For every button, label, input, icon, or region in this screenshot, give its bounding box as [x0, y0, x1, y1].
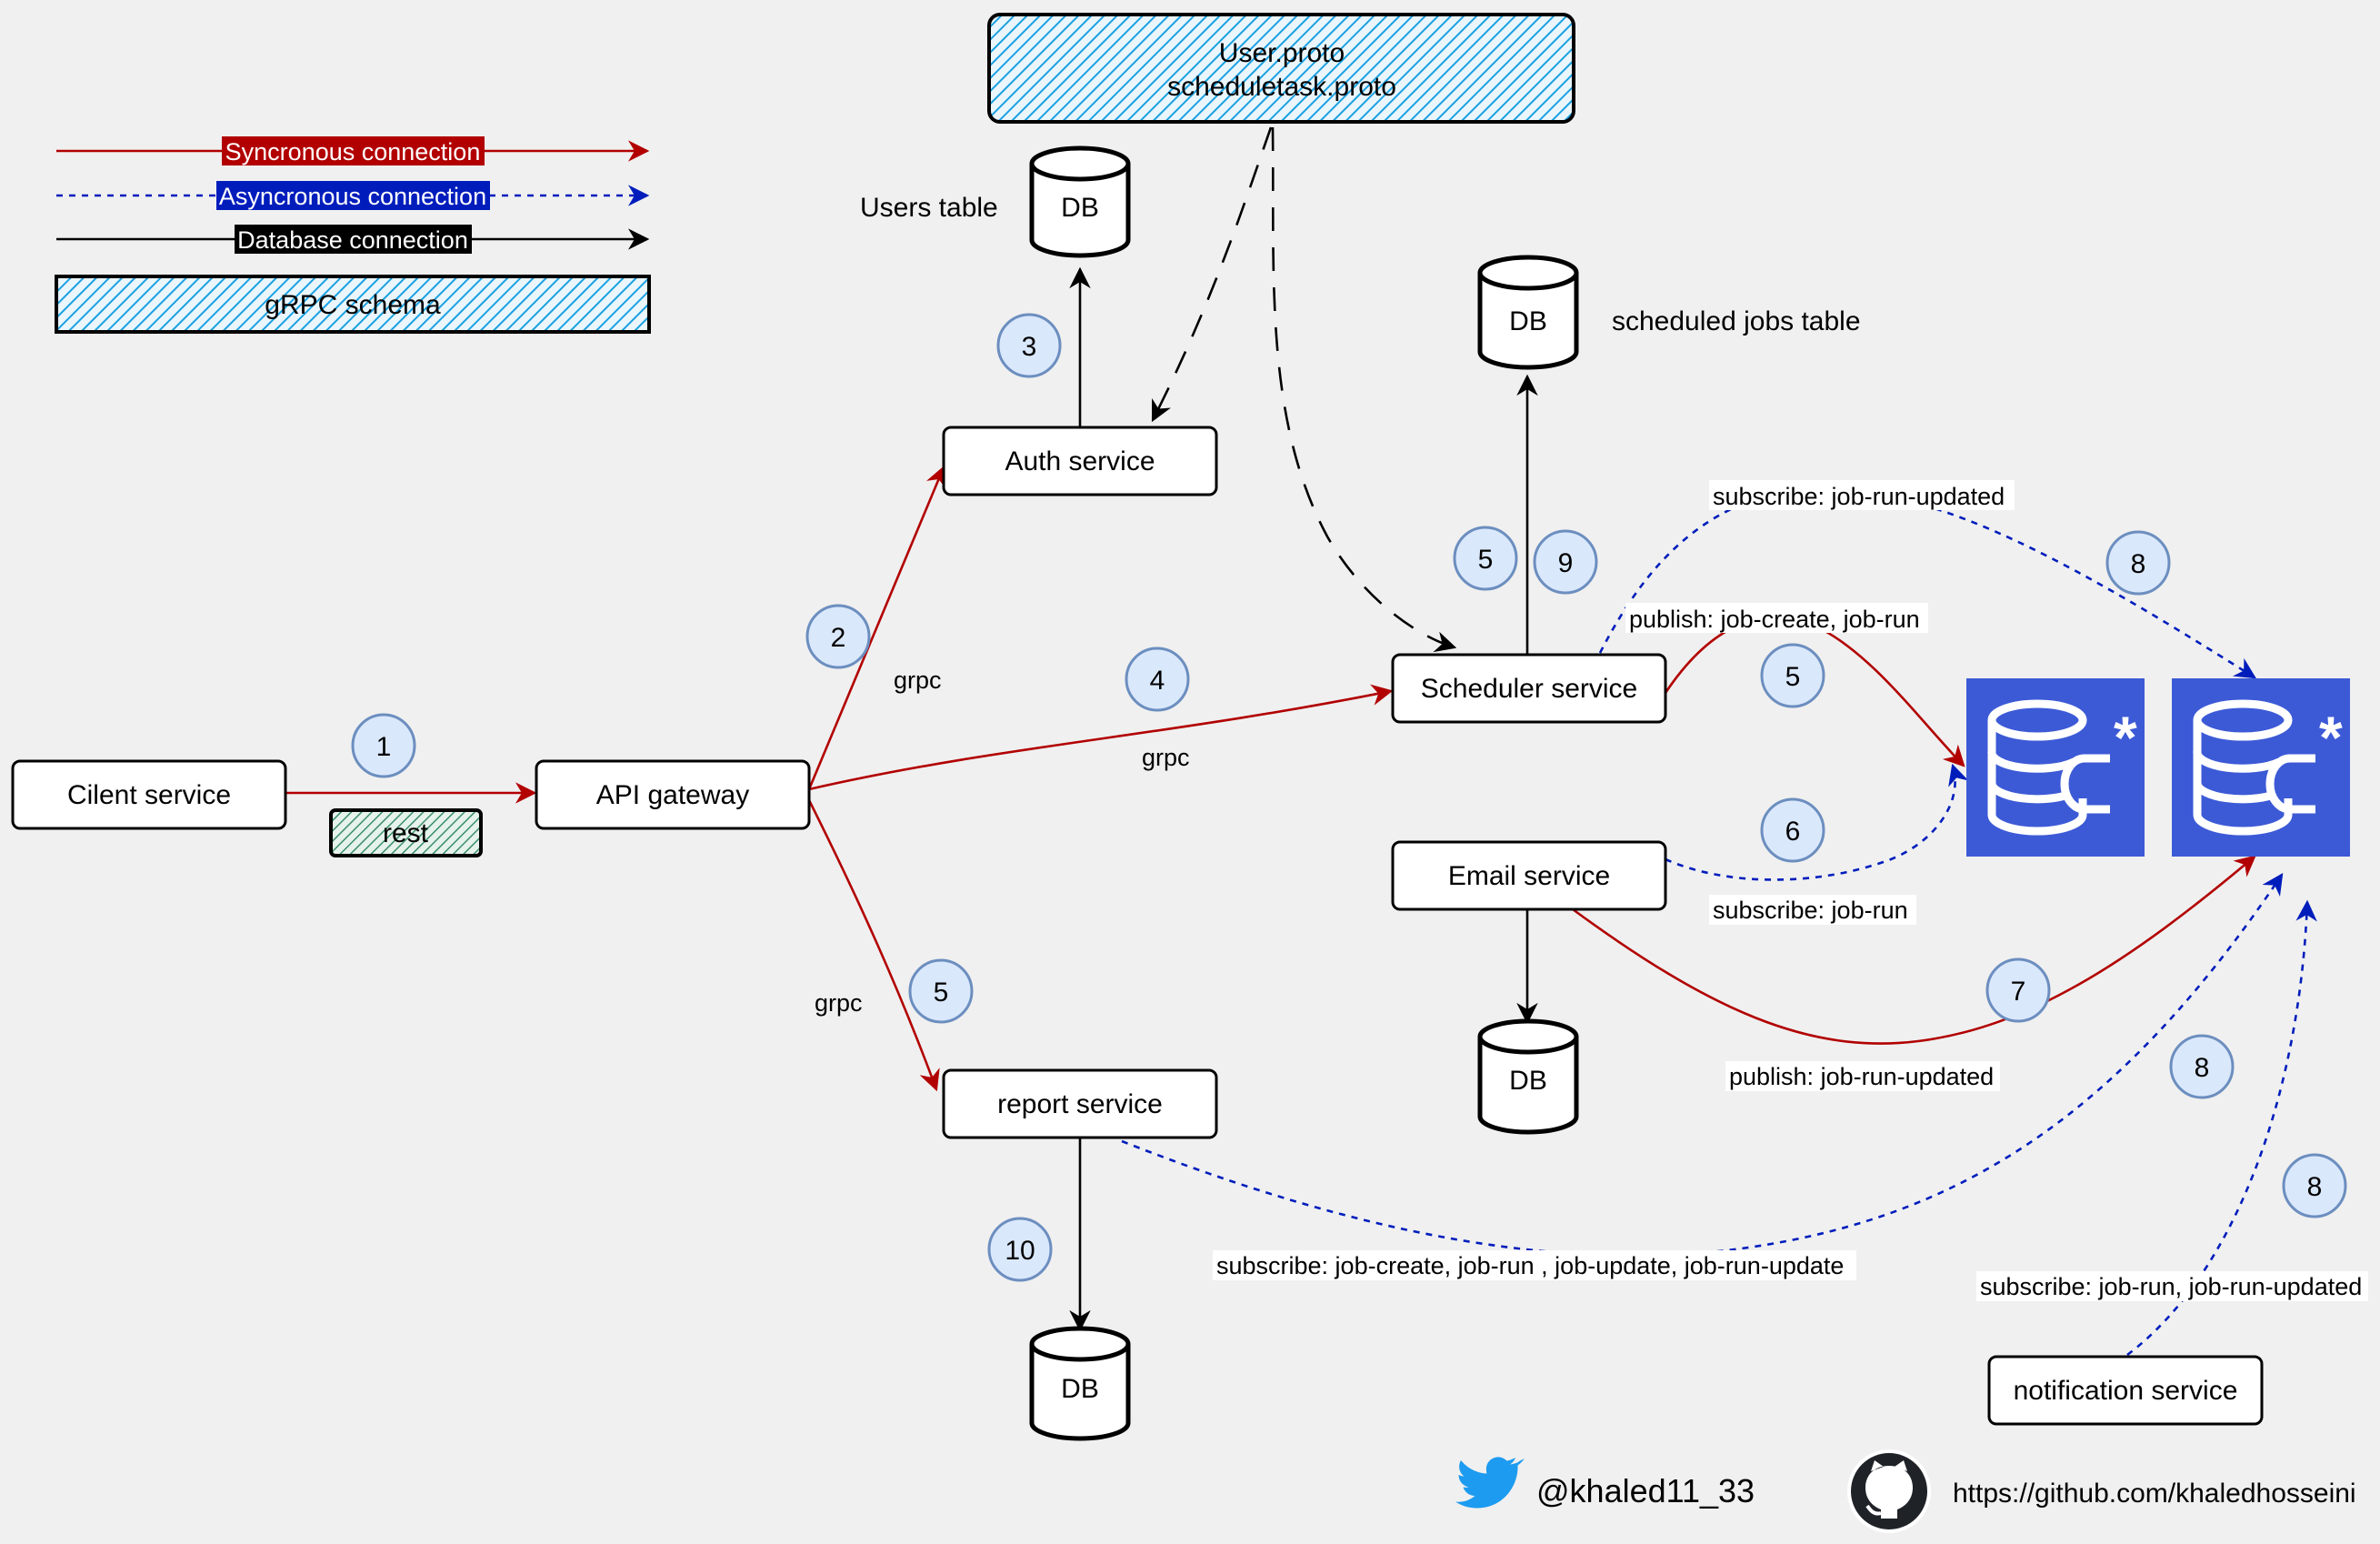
svg-text:9: 9: [1558, 548, 1574, 578]
auth-service: Auth service: [942, 426, 1218, 496]
edge-label-grpc-report: grpc: [815, 989, 863, 1017]
legend: Syncronous connection Asyncronous connec…: [55, 136, 651, 334]
api-gateway-label: API gateway: [596, 780, 749, 810]
footer: @khaled11_33 https://github.com/khaledho…: [1455, 1449, 2356, 1533]
svg-text:5: 5: [934, 978, 949, 1008]
svg-text:1: 1: [376, 732, 392, 762]
step-badge: 1: [351, 713, 416, 778]
cassandra-icon: *: [2172, 678, 2350, 857]
edge-label-sub-notification: subscribe: job-run, job-run-updated: [1980, 1273, 2362, 1300]
step-badge: 5: [1760, 643, 1825, 708]
scheduled-db-label: DB: [1509, 306, 1547, 336]
github-icon: [1847, 1449, 1931, 1533]
legend-database-label: Database connection: [237, 226, 468, 254]
svg-text:6: 6: [1785, 817, 1801, 847]
edge-label-pub-job-create-run: publish: job-create, job-run: [1629, 606, 1920, 633]
report-db: DB: [1029, 1326, 1131, 1441]
report-db-label: DB: [1061, 1374, 1099, 1404]
twitter-handle: @khaled11_33: [1536, 1472, 1755, 1509]
scheduler-service-label: Scheduler service: [1421, 674, 1637, 704]
github-url: https://github.com/khaledhosseini: [1953, 1479, 2356, 1509]
users-db: DB: [1029, 145, 1131, 258]
api-gateway: API gateway: [535, 759, 811, 830]
report-service: report service: [942, 1068, 1218, 1139]
step-badge: 2: [805, 604, 871, 669]
svg-text:8: 8: [2195, 1053, 2210, 1083]
email-db: DB: [1477, 1018, 1579, 1135]
auth-service-label: Auth service: [1005, 446, 1155, 476]
svg-text:*: *: [2319, 704, 2343, 771]
svg-text:10: 10: [1005, 1236, 1035, 1266]
users-table-label: Users table: [860, 193, 998, 223]
email-service-label: Email service: [1448, 861, 1610, 891]
step-badge: 7: [1985, 957, 2051, 1023]
svg-text:5: 5: [1478, 545, 1494, 575]
scheduled-jobs-table-label: scheduled jobs table: [1612, 306, 1861, 336]
twitter-icon: [1455, 1457, 1525, 1509]
legend-grpc-box: [55, 275, 651, 334]
client-service: Cilent service: [11, 759, 287, 830]
email-db-label: DB: [1509, 1066, 1547, 1096]
step-badge: 8: [2105, 530, 2171, 596]
proto-schema: User.proto scheduletask.proto: [987, 13, 1575, 124]
svg-text:8: 8: [2307, 1172, 2323, 1202]
step-badge: 8: [2169, 1034, 2235, 1099]
edge-label-sub-job-run-updated: subscribe: job-run-updated: [1713, 483, 2005, 510]
scheduled-jobs-db: DB: [1477, 255, 1579, 370]
svg-text:7: 7: [2011, 977, 2026, 1007]
edge-label-pub-job-run-updated: publish: job-run-updated: [1729, 1063, 1994, 1090]
step-badge: 10: [987, 1217, 1053, 1282]
svg-text:8: 8: [2131, 549, 2146, 579]
step-badge: 6: [1760, 797, 1825, 863]
svg-text:2: 2: [831, 623, 846, 653]
client-service-label: Cilent service: [67, 780, 231, 810]
proto-line-2: scheduletask.proto: [1167, 72, 1396, 102]
step-badges: 1 2 3 4 5 5 9 5 8 6 7 8 8 10: [351, 313, 2347, 1282]
svg-text:*: *: [2114, 704, 2137, 771]
edge-label-sub-job-run: subscribe: job-run: [1713, 897, 1908, 924]
rest-tag: rest: [329, 808, 483, 857]
edge-label-grpc-scheduler: grpc: [1142, 744, 1190, 771]
legend-sync-label: Syncronous connection: [225, 138, 481, 165]
step-badge: 8: [2282, 1153, 2347, 1218]
cassandra-icon: *: [1966, 678, 2145, 857]
step-badge: 9: [1533, 529, 1598, 595]
svg-text:4: 4: [1150, 666, 1165, 696]
notification-service: notification service: [1987, 1355, 2264, 1426]
svg-text:5: 5: [1785, 662, 1801, 692]
edge-label-sub-report: subscribe: job-create, job-run , job-upd…: [1216, 1252, 1844, 1279]
users-db-label: DB: [1061, 193, 1099, 223]
step-badge: 4: [1125, 647, 1190, 712]
edge-labels: grpc grpc grpc subscribe: job-run-update…: [815, 480, 2368, 1301]
legend-async-label: Asyncronous connection: [219, 183, 486, 210]
scheduler-service: Scheduler service: [1391, 653, 1667, 724]
report-service-label: report service: [997, 1089, 1163, 1119]
step-badge: 5: [1453, 526, 1518, 591]
legend-grpc-label: gRPC schema: [265, 290, 441, 320]
step-badge: 5: [908, 958, 974, 1024]
step-badge: 3: [996, 313, 1062, 378]
edge-label-grpc-auth: grpc: [894, 667, 942, 694]
rest-label: rest: [383, 818, 429, 848]
notification-service-label: notification service: [2014, 1376, 2238, 1406]
proto-line-1: User.proto: [1219, 38, 1345, 68]
svg-text:3: 3: [1022, 332, 1037, 362]
email-service: Email service: [1391, 840, 1667, 911]
